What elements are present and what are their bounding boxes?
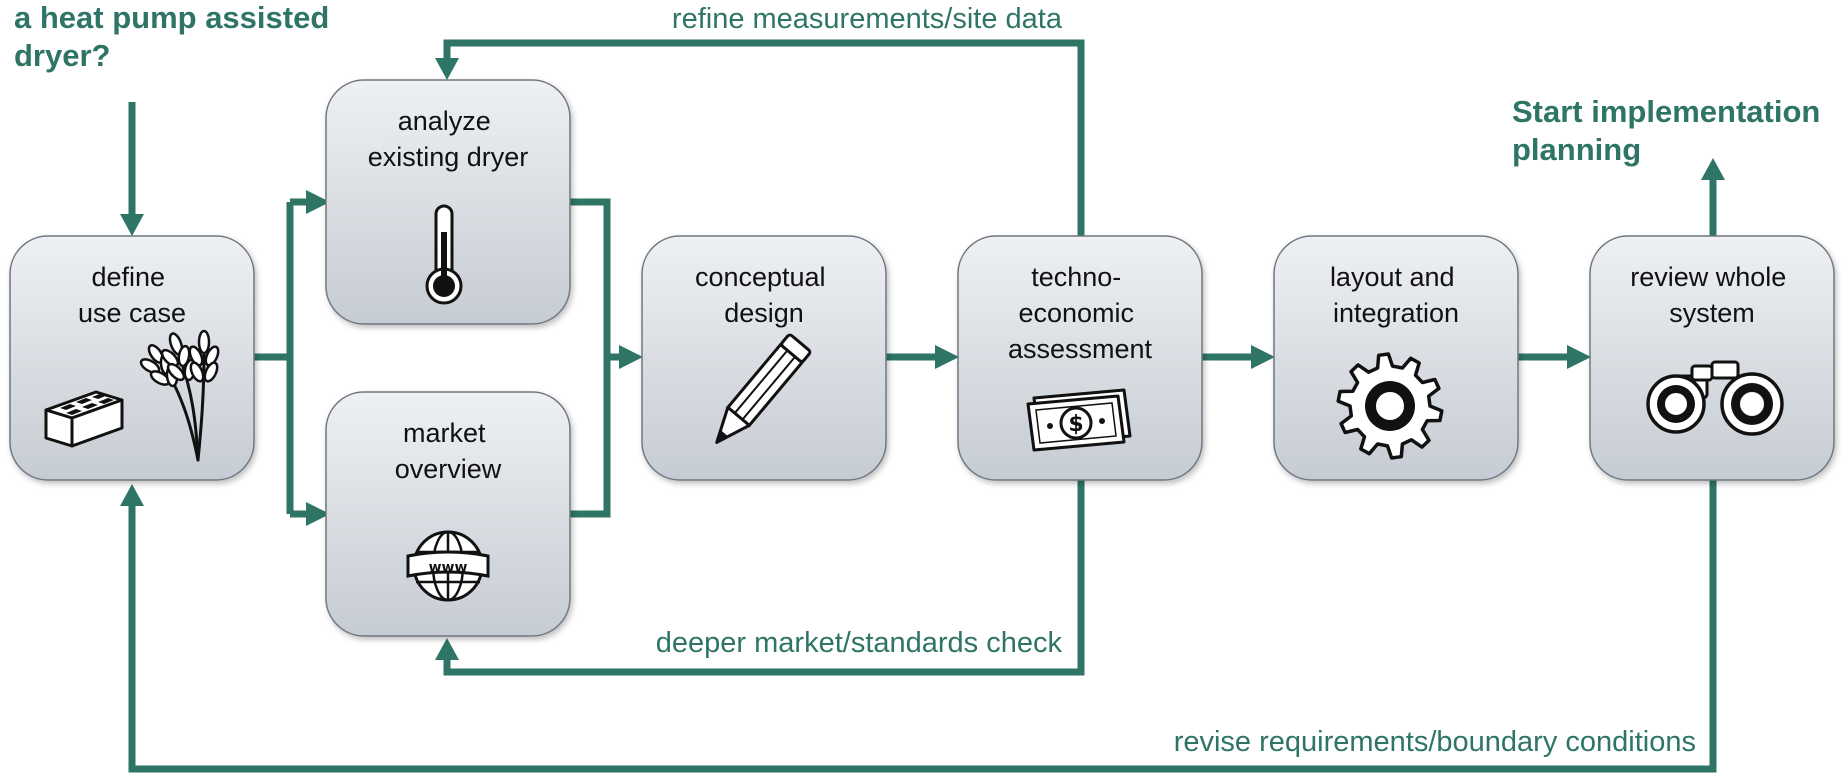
step-label-line2: system xyxy=(1669,298,1755,328)
step-label-line1: conceptual xyxy=(695,262,826,292)
step-label-line1: techno- xyxy=(1031,262,1121,292)
step-label-line1: analyze xyxy=(398,106,491,136)
step-label: review whole system xyxy=(1630,262,1794,328)
step-label-line2: use case xyxy=(78,298,186,328)
deeper-loop-label: deeper market/standards check xyxy=(656,627,1063,659)
step-box xyxy=(957,235,1203,481)
revise-loop xyxy=(128,480,1717,773)
arrowhead-conceptual xyxy=(619,345,643,369)
step-market-overview: market overview www xyxy=(325,391,571,637)
heading-start-line2: planning xyxy=(1512,132,1641,167)
arrowhead-analyze xyxy=(306,190,330,214)
pencil-icon xyxy=(715,333,812,444)
step-analyze-existing-dryer: analyze existing dryer xyxy=(325,79,571,325)
step-define-use-case: define use case xyxy=(9,235,255,481)
revise-loop-label: revise requirements/boundary conditions xyxy=(1174,726,1696,758)
arrowhead-deeper xyxy=(435,638,459,660)
brick-and-wheat-icon xyxy=(44,329,220,462)
step-label-line3: assessment xyxy=(1008,334,1153,364)
step-label: conceptual design xyxy=(695,262,833,328)
step-box xyxy=(1273,235,1519,481)
heading-question-line2: dryer? xyxy=(14,38,110,73)
connectors xyxy=(128,39,1717,773)
heading-start-implementation: Start implementation planning xyxy=(1512,94,1829,167)
arrowhead-market xyxy=(306,502,330,526)
step-review-whole-system: review whole system xyxy=(1589,235,1835,481)
deeper-loop xyxy=(443,480,1085,676)
arrowhead-exit xyxy=(1701,158,1725,180)
step-techno-economic-assessment: techno- economic assessment $ xyxy=(957,235,1203,481)
binoculars-icon xyxy=(1646,360,1784,436)
step-label: layout and integration xyxy=(1330,262,1462,328)
step-label-line2: integration xyxy=(1333,298,1459,328)
arrowhead-revise xyxy=(120,484,144,506)
arrowhead-layout xyxy=(1251,345,1275,369)
step-label: techno- economic assessment xyxy=(1008,262,1153,364)
step-label-line1: define xyxy=(91,262,165,292)
step-label-line2: economic xyxy=(1018,298,1134,328)
step-label-line2: existing dryer xyxy=(368,142,529,172)
gear-icon xyxy=(1336,352,1444,460)
refine-loop-label: refine measurements/site data xyxy=(672,3,1063,35)
arrowhead-entry xyxy=(120,214,144,236)
step-conceptual-design: conceptual design xyxy=(641,235,887,481)
step-label-line2: overview xyxy=(395,454,502,484)
globe-www-icon: www xyxy=(406,530,490,602)
step-label-line1: market xyxy=(403,418,486,448)
svg-text:$: $ xyxy=(1068,412,1083,437)
heading-start-line1: Start implementation xyxy=(1512,94,1820,129)
arrowhead-techno xyxy=(935,345,959,369)
svg-text:www: www xyxy=(429,560,468,576)
arrowheads xyxy=(120,58,1725,660)
arrowhead-review xyxy=(1567,345,1591,369)
step-box xyxy=(641,235,887,481)
step-label: market overview xyxy=(395,418,502,484)
thermometer-icon xyxy=(425,204,463,305)
step-label-line2: design xyxy=(724,298,804,328)
merge-connector xyxy=(570,198,611,518)
step-label-line1: review whole xyxy=(1630,262,1786,292)
step-label: analyze existing dryer xyxy=(368,106,529,172)
step-box xyxy=(325,391,571,637)
heading-question-line1: a heat pump assisted xyxy=(14,0,329,35)
step-box xyxy=(325,79,571,325)
step-label: define use case xyxy=(78,262,186,328)
dollar-bill-icon: $ xyxy=(1026,388,1132,452)
step-layout-and-integration: layout and integration xyxy=(1273,235,1519,481)
heading-question: a heat pump assisted dryer? xyxy=(14,0,338,73)
arrowhead-refine xyxy=(435,58,459,80)
gear-hole xyxy=(1374,390,1406,422)
step-label-line1: layout and xyxy=(1330,262,1455,292)
refine-loop xyxy=(443,39,1085,236)
